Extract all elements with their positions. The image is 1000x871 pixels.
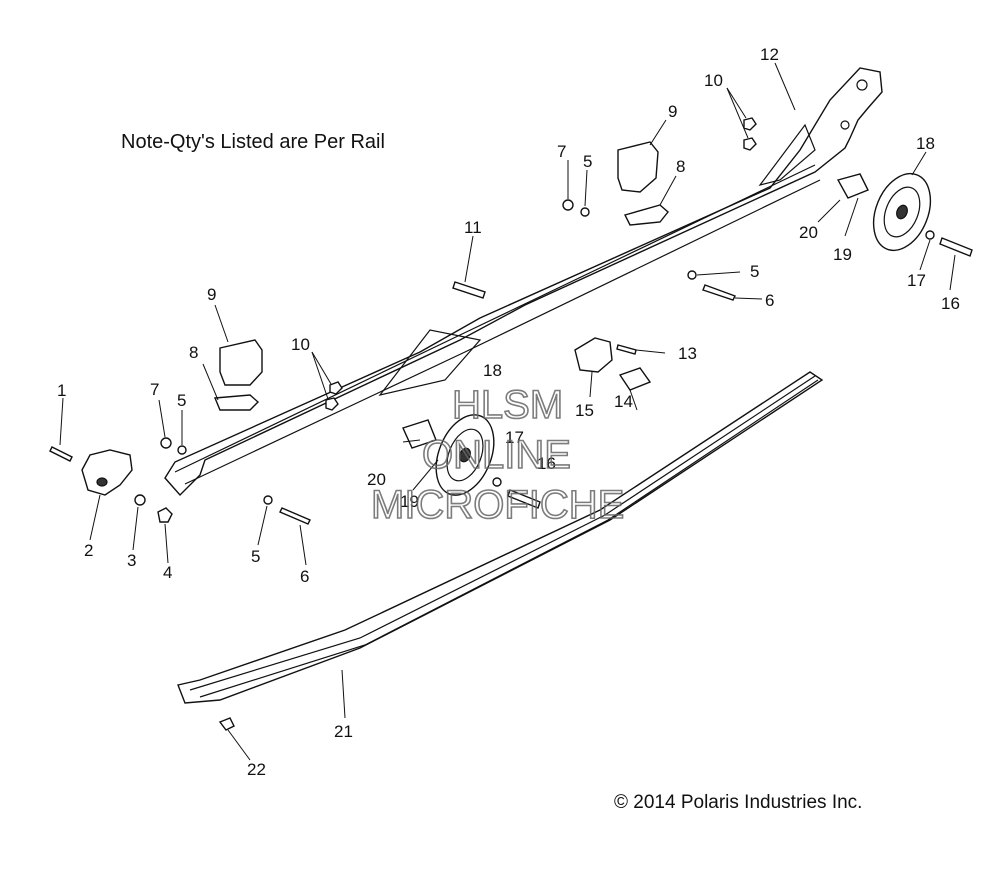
callout-17-right: 17	[907, 271, 926, 290]
spacer-20-right	[836, 173, 869, 199]
bolt-6-left	[279, 507, 311, 525]
cam-15	[574, 337, 613, 373]
rail-end-bumper	[81, 449, 133, 496]
callout-labels: 1 2 3 4 7 5 5 6 8 9 10 7 5 9 8 10 12 11 …	[57, 45, 960, 779]
nut-10-right-b	[743, 137, 757, 151]
callout-22: 22	[247, 760, 266, 779]
washer-5-left-top	[177, 445, 187, 455]
callout-5-right-top: 5	[583, 152, 592, 171]
callout-21: 21	[334, 722, 353, 741]
washer-3	[134, 494, 146, 506]
callout-6-left: 6	[300, 567, 309, 586]
bolt-16-left	[507, 489, 541, 509]
callout-14: 14	[614, 392, 633, 411]
callout-19-left: 19	[400, 492, 419, 511]
stop-block-9-right	[617, 141, 659, 193]
bushing-14	[618, 367, 652, 391]
callout-5-left-top: 5	[177, 391, 186, 410]
callout-8-right: 8	[676, 157, 685, 176]
callout-4: 4	[163, 563, 172, 582]
callout-10-left: 10	[291, 335, 310, 354]
callout-11: 11	[464, 218, 482, 237]
callout-7-left: 7	[150, 380, 159, 399]
bolt-11	[452, 281, 486, 299]
callout-16-right: 16	[941, 294, 960, 313]
watermark-line-3: MICROFICHE	[371, 483, 624, 527]
nut-7-right	[562, 199, 574, 211]
callout-17-left: 17	[505, 428, 524, 447]
bolt-1	[49, 446, 73, 462]
idler-wheel-18-right	[872, 172, 932, 252]
nut-7-left	[160, 437, 172, 449]
bolt-16-right	[939, 237, 973, 257]
washer-5-right-top	[580, 207, 590, 217]
nut-4	[157, 507, 173, 523]
stop-block-9-left	[219, 339, 263, 386]
washer-17-left	[492, 477, 502, 487]
diagram-note: Note-Qty's Listed are Per Rail	[121, 131, 385, 153]
copyright-text: © 2014 Polaris Industries Inc.	[614, 792, 863, 813]
callout-5-left-bottom: 5	[251, 547, 260, 566]
washer-17-right	[925, 230, 935, 240]
callout-7-right: 7	[557, 142, 566, 161]
callout-19-right: 19	[833, 245, 852, 264]
washer-5-left-bottom	[263, 495, 273, 505]
nut-10-right-a	[743, 117, 757, 131]
stop-block-8-left	[213, 394, 260, 411]
watermark-line-1: HLSM	[452, 383, 563, 427]
callout-6-right: 6	[765, 291, 774, 310]
slide-rail	[177, 371, 824, 704]
callout-1: 1	[57, 381, 66, 400]
callout-12: 12	[760, 45, 779, 64]
washer-5-right-bottom	[687, 270, 697, 280]
callout-18-left: 18	[483, 361, 502, 380]
callout-9-right: 9	[668, 102, 677, 121]
rail-assembly	[164, 67, 883, 497]
callout-5-right-bottom: 5	[750, 262, 759, 281]
pin-13	[616, 344, 637, 355]
callout-2: 2	[84, 541, 93, 560]
stop-block-8-right	[623, 204, 669, 226]
bolt-6-right	[702, 284, 736, 301]
watermark-line-2: ONLINE	[422, 433, 571, 477]
leader-lines	[59, 62, 956, 761]
callout-20-left: 20	[367, 470, 386, 489]
bumper-hole	[96, 477, 108, 487]
nut-10-left-b	[325, 397, 339, 411]
callout-9-left: 9	[207, 285, 216, 304]
screw-22	[218, 717, 235, 731]
callout-8-left: 8	[189, 343, 198, 362]
idler-wheel-18-left	[435, 414, 495, 496]
nut-10-left-a	[329, 381, 343, 395]
callout-10-right: 10	[704, 71, 723, 90]
callout-20-right: 20	[799, 223, 818, 242]
callout-15: 15	[575, 401, 594, 420]
watermark: HLSM ONLINE MICROFICHE	[370, 382, 625, 528]
callout-16-left: 16	[537, 454, 556, 473]
callout-13: 13	[678, 344, 697, 363]
callout-18-right: 18	[916, 134, 935, 153]
callout-3: 3	[127, 551, 136, 570]
